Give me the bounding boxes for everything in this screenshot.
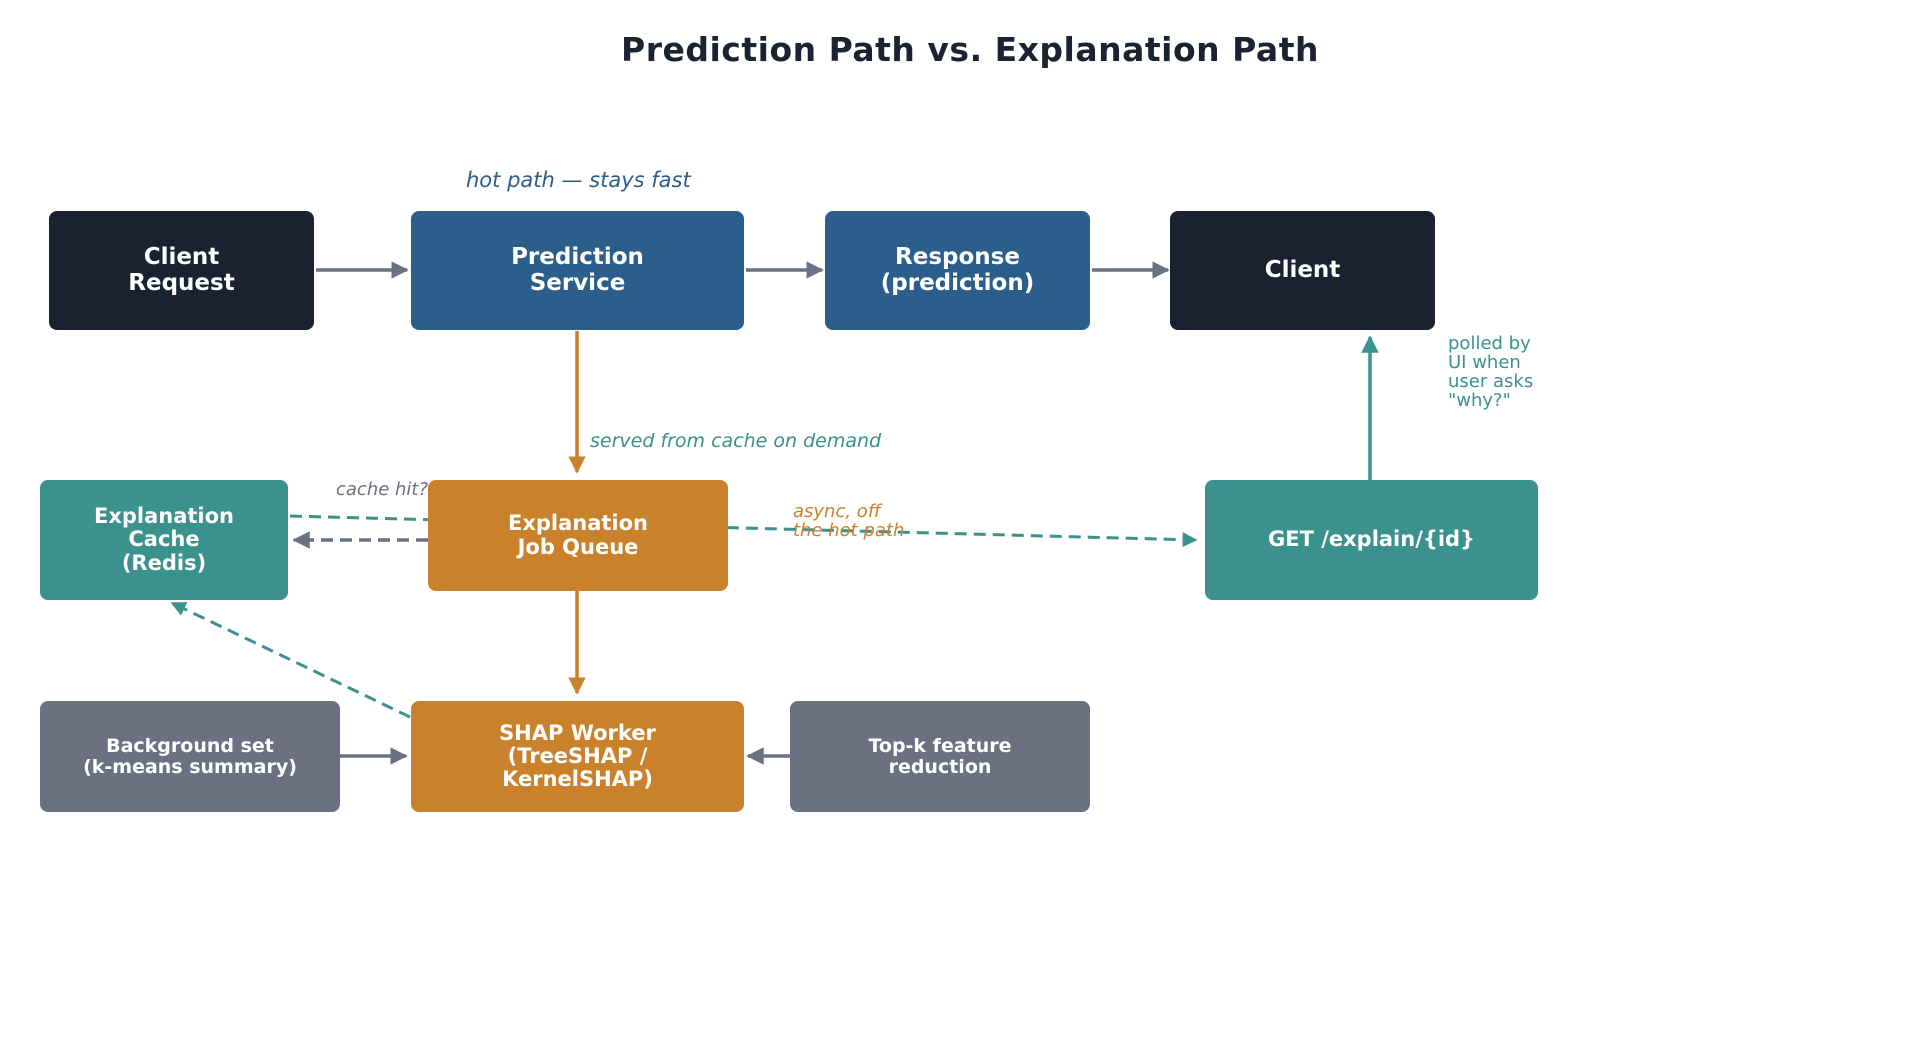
node-topk-reduction-label: Top-k feature reduction (868, 734, 1012, 778)
node-shap-worker-label: SHAP Worker (TreeSHAP / KernelSHAP) (499, 720, 656, 792)
node-explanation-cache: Explanation Cache (Redis) (40, 480, 288, 600)
node-response-label: Response (prediction) (880, 244, 1035, 296)
diagram-title: Prediction Path vs. Explanation Path (621, 30, 1319, 69)
annotation-hot-path: hot path — stays fast (466, 168, 691, 192)
node-explanation-cache-label: Explanation Cache (Redis) (93, 504, 235, 575)
node-client: Client (1170, 211, 1435, 330)
annotation-async: async, off the hot path (793, 501, 905, 541)
edge-worker-to-cache (170, 601, 411, 719)
node-explanation-job-queue-label: Explanation Job Queue (507, 511, 649, 559)
node-client-label: Client (1264, 256, 1341, 283)
node-prediction-service-label: Prediction Service (511, 244, 644, 296)
node-topk-reduction: Top-k feature reduction (790, 701, 1090, 812)
annotation-polled: polled by UI when user asks "why?" (1448, 333, 1534, 411)
node-client-request: Client Request (49, 211, 314, 330)
node-response: Response (prediction) (825, 211, 1090, 330)
annotation-cache-hit: cache hit? (336, 479, 429, 500)
edge-cache-to-get-explain (289, 514, 1198, 548)
node-get-explain-label: GET /explain/{id} (1267, 527, 1476, 552)
node-background-set-label: Background set (k-means summary) (83, 734, 297, 778)
node-shap-worker: SHAP Worker (TreeSHAP / KernelSHAP) (411, 701, 744, 812)
node-client-request-label: Client Request (128, 244, 235, 296)
node-explanation-job-queue: Explanation Job Queue (428, 480, 728, 591)
node-background-set: Background set (k-means summary) (40, 701, 340, 812)
node-get-explain: GET /explain/{id} (1205, 480, 1538, 600)
node-prediction-service: Prediction Service (411, 211, 744, 330)
annotation-served-from-cache: served from cache on demand (590, 430, 882, 452)
